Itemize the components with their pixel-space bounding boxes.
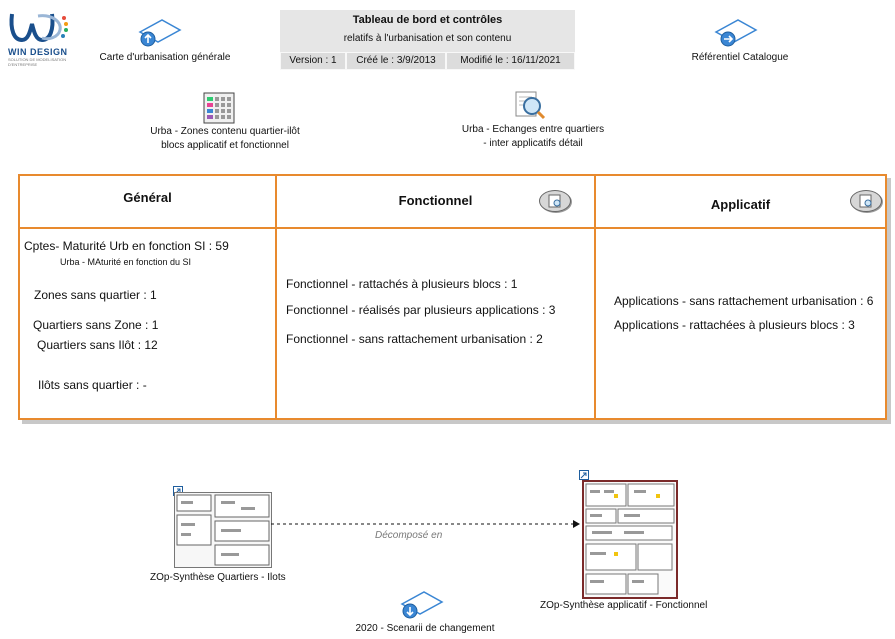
applications-sans-rattachement[interactable]: Applications - sans rattachement urbanis…	[614, 294, 874, 308]
general-header: Général	[18, 174, 277, 229]
applicatif-title: Applicatif	[710, 197, 771, 212]
quartiers-sans-ilot[interactable]: Quartiers sans Ilôt : 12	[37, 338, 158, 352]
general-title: Général	[123, 190, 172, 205]
quartiers-thumbnail	[174, 492, 272, 568]
scenarii-link[interactable]: 2020 - Scenarii de changement	[340, 590, 510, 638]
maturite-sublabel[interactable]: Urba - MAturité en fonction du SI	[60, 257, 192, 267]
applicatif-thumbnail	[582, 480, 678, 599]
urba-zones-label-2: blocs applicatif et fonctionnel	[161, 140, 289, 151]
fonctionnel-title: Fonctionnel	[398, 193, 473, 208]
logo-text: WIN DESIGN	[8, 47, 68, 57]
shortcut-arrow-icon-2	[579, 470, 589, 480]
decompose-en-label: Décomposé en	[375, 530, 443, 541]
modified-cell: Modifié le : 16/11/2021	[446, 52, 575, 70]
referentiel-catalogue-label: Référentiel Catalogue	[691, 52, 789, 63]
synthese-applicatif-label: ZOp-Synthèse applicatif - Fonctionnel	[540, 600, 708, 611]
fonctionnel-plusieurs-applications[interactable]: Fonctionnel - réalisés par plusieurs app…	[286, 303, 556, 317]
decomposition-connector	[271, 520, 580, 528]
quartiers-sans-zone[interactable]: Quartiers sans Zone : 1	[33, 318, 159, 332]
synthese-quartiers-label: ZOp-Synthèse Quartiers - Ilots	[150, 572, 286, 583]
page-subtitle: relatifs à l'urbanisation et son contenu	[343, 33, 512, 44]
grid-matrix-icon	[203, 92, 235, 124]
page-title: Tableau de bord et contrôles	[352, 14, 503, 26]
maturite-metric[interactable]: Cptes- Maturité Urb en fonction SI : 59	[24, 239, 229, 253]
urba-echanges-label-2: - inter applicatifs détail	[483, 138, 583, 149]
synthese-applicatif-diagram[interactable]: ZOp-Synthèse applicatif - Fonctionnel	[540, 470, 730, 614]
urba-zones-link[interactable]: Urba - Zones contenu quartier-ilôt blocs…	[130, 90, 320, 152]
applicatif-report-icon[interactable]	[850, 190, 882, 212]
fonctionnel-sans-rattachement[interactable]: Fonctionnel - sans rattachement urbanisa…	[286, 332, 543, 346]
applicatif-panel: Applications - sans rattachement urbanis…	[594, 227, 887, 420]
urba-echanges-label-1: Urba - Echanges entre quartiers	[461, 124, 605, 135]
urba-echanges-link[interactable]: Urba - Echanges entre quartiers - inter …	[448, 90, 618, 152]
general-panel: Cptes- Maturité Urb en fonction SI : 59 …	[18, 227, 277, 420]
logo-tagline: SOLUTION DE MODELISATION D'ENTREPRISE	[8, 57, 67, 67]
logo-mark-icon	[9, 13, 68, 43]
fonctionnel-plusieurs-blocs[interactable]: Fonctionnel - rattachés à plusieurs bloc…	[286, 277, 518, 291]
fonctionnel-report-icon[interactable]	[539, 190, 571, 212]
created-cell: Créé le : 3/9/2013	[346, 52, 446, 70]
carte-urbanisation-link[interactable]: Carte d'urbanisation générale	[90, 18, 240, 68]
version-cell: Version : 1	[280, 52, 346, 70]
windesign-logo: WIN DESIGN SOLUTION DE MODELISATION D'EN…	[8, 10, 78, 67]
dashboard-header: Tableau de bord et contrôles relatifs à …	[280, 10, 575, 70]
synthese-quartiers-diagram[interactable]: ZOp-Synthèse Quartiers - Ilots	[140, 486, 310, 586]
carte-urbanisation-label: Carte d'urbanisation générale	[99, 52, 231, 63]
up-arrow-link-icon	[138, 19, 182, 47]
referentiel-catalogue-link[interactable]: Référentiel Catalogue	[680, 18, 800, 68]
magnifier-report-icon	[515, 91, 546, 120]
urba-zones-label-1: Urba - Zones contenu quartier-ilôt	[150, 126, 300, 137]
fonctionnel-panel: Fonctionnel - rattachés à plusieurs bloc…	[275, 227, 596, 420]
applications-plusieurs-blocs[interactable]: Applications - rattachées à plusieurs bl…	[614, 318, 855, 332]
zones-sans-quartier[interactable]: Zones sans quartier : 1	[34, 288, 157, 302]
fonctionnel-header: Fonctionnel	[275, 174, 596, 229]
right-arrow-link-icon	[714, 19, 758, 47]
down-arrow-link-icon	[400, 591, 444, 619]
applicatif-header: Applicatif	[594, 174, 887, 229]
scenarii-label: 2020 - Scenarii de changement	[355, 623, 495, 634]
ilots-sans-quartier[interactable]: Ilôts sans quartier : -	[38, 378, 147, 392]
